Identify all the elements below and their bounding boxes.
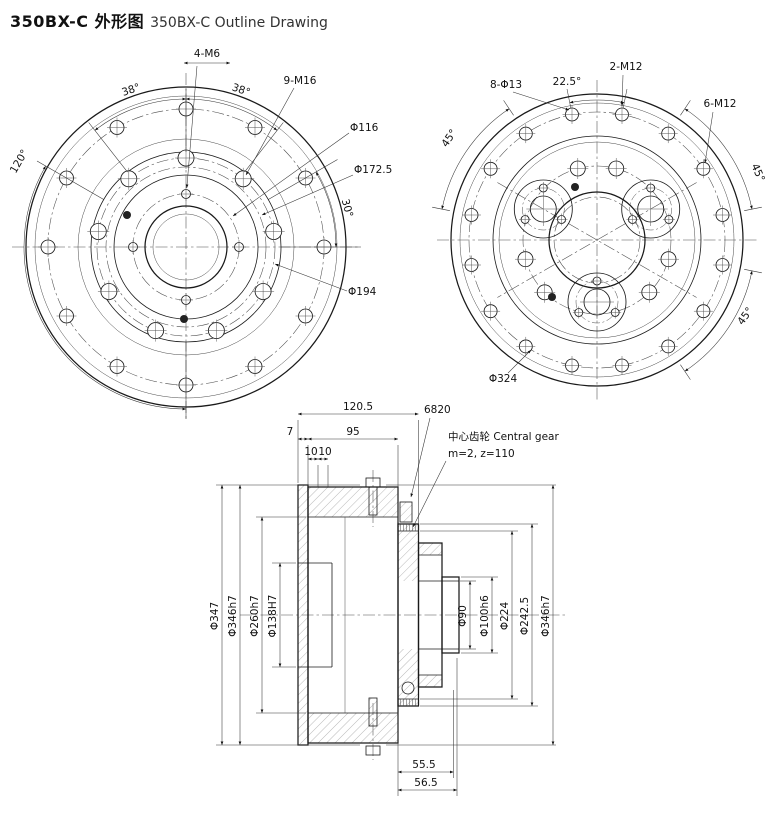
rear-view: 8-Φ13 22.5° 2-M12 6-M12 45° — [432, 61, 767, 400]
dim-dia-260: Φ260h7 — [249, 595, 261, 637]
dim-len-10-b: 10 — [318, 446, 331, 458]
dim-angle-30: 30° — [339, 198, 355, 219]
dim-dia-242-5: Φ242.5 — [519, 597, 531, 635]
dim-9m16: 9-M16 — [284, 75, 317, 87]
dim-len-120-5: 120.5 — [343, 401, 373, 413]
dim-len-55-5: 55.5 — [412, 759, 435, 771]
dim-len-10-a: 10 — [304, 446, 317, 458]
section-body-outline — [297, 484, 460, 746]
rear-view-centerlines — [437, 80, 757, 400]
dim-dia-324: Φ324 — [489, 373, 518, 385]
dim-dia-172-5: Φ172.5 — [354, 164, 392, 176]
section-hatching — [298, 485, 442, 745]
dim-angle-45-b: 45° — [748, 162, 767, 184]
dim-dia-224: Φ224 — [499, 602, 511, 631]
dim-dia-116: Φ116 — [350, 122, 379, 134]
dim-dia-194: Φ194 — [348, 286, 377, 298]
dim-angle-45-a: 45° — [439, 127, 459, 149]
dim-dia-347: Φ347 — [209, 602, 221, 630]
front-view: 4-M6 38° 38° 120° 30° — [8, 48, 392, 421]
dim-len-7: 7 — [287, 426, 294, 438]
dim-6m12: 6-M12 — [704, 98, 737, 110]
dim-angle-22-5: 22.5° — [553, 76, 582, 88]
dim-dia-90: Φ90 — [457, 605, 469, 627]
rear-view-dimensions: 8-Φ13 22.5° 2-M12 6-M12 45° — [432, 61, 767, 385]
front-view-dimensions: 4-M6 38° 38° 120° 30° — [8, 48, 392, 419]
dim-4m6: 4-M6 — [194, 48, 221, 60]
section-dimensions: Φ347 Φ346h7 Φ260h7 Φ138H7 Φ90 Φ100h6 Φ22… — [209, 401, 559, 796]
dim-angle-38-left: 38° — [120, 81, 142, 98]
gear-note-line1: 中心齿轮 Central gear — [448, 430, 559, 443]
dim-dia-346-right: Φ346h7 — [540, 595, 552, 637]
dim-2m12: 2-M12 — [610, 61, 643, 73]
dim-angle-120: 120° — [8, 148, 31, 176]
note-6820: 6820 — [424, 404, 451, 416]
dim-len-95: 95 — [346, 426, 359, 438]
dim-dia-100: Φ100h6 — [479, 595, 491, 637]
dim-dia-138: Φ138H7 — [267, 595, 279, 638]
dim-angle-45-c: 45° — [735, 305, 756, 327]
drawing-title-en: 350BX-C Outline Drawing — [150, 15, 328, 31]
section-internal-lines — [298, 477, 459, 756]
gear-note-line2: m=2, z=110 — [448, 448, 515, 460]
dim-len-56-5: 56.5 — [414, 777, 437, 789]
drawing-title-zh: 350BX-C 外形图 — [10, 12, 145, 31]
section-view: Φ347 Φ346h7 Φ260h7 Φ138H7 Φ90 Φ100h6 Φ22… — [209, 401, 565, 796]
front-view-dowel-pins — [123, 211, 188, 323]
dim-angle-38-right: 38° — [230, 81, 252, 98]
dim-8d13: 8-Φ13 — [490, 79, 522, 91]
rear-view-dowel-pins — [548, 183, 579, 301]
dim-dia-346-left: Φ346h7 — [227, 595, 239, 637]
drawing-title: 350BX-C 外形图 350BX-C Outline Drawing — [10, 8, 328, 32]
